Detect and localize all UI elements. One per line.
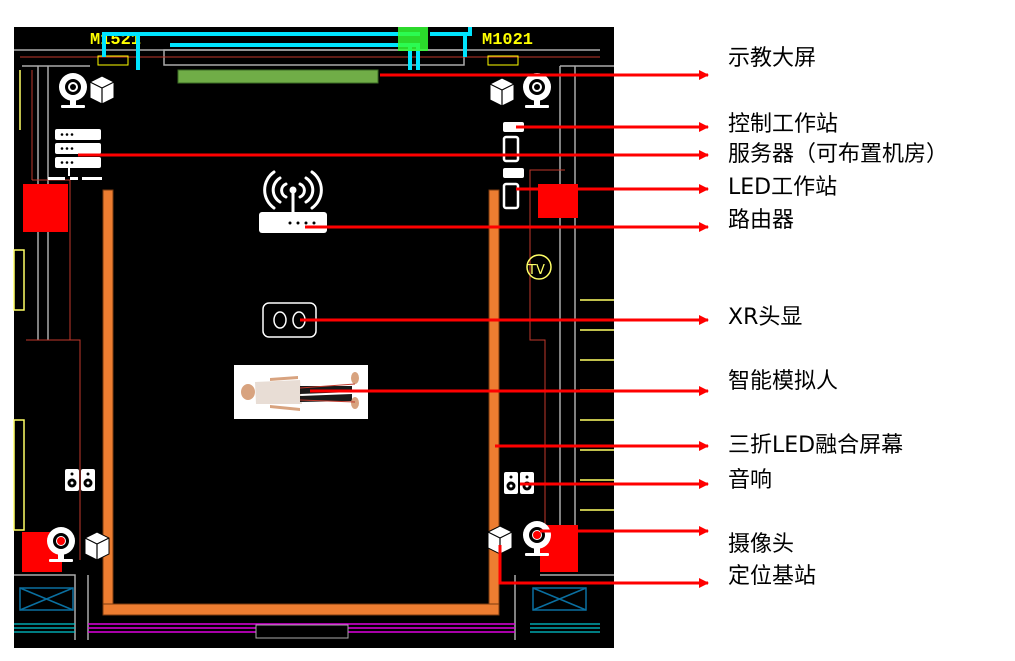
cyan-cabling bbox=[102, 27, 472, 70]
label-router: 路由器 bbox=[728, 208, 795, 233]
label-control-workstation: 控制工作站 bbox=[728, 112, 839, 137]
label-speaker: 音响 bbox=[728, 468, 773, 493]
camera-icon bbox=[47, 527, 75, 562]
base-station-icon bbox=[489, 77, 515, 107]
tag-left bbox=[97, 55, 129, 66]
router-icon bbox=[259, 170, 327, 233]
label-led-fusion-screen: 三折LED融合屏幕 bbox=[728, 433, 904, 458]
label-led-workstation: LED工作站 bbox=[728, 175, 838, 200]
base-station-icon bbox=[89, 75, 115, 105]
teaching-screen bbox=[177, 69, 379, 84]
workstation-icon bbox=[502, 122, 524, 210]
callout-arrows bbox=[78, 70, 709, 588]
server-icon bbox=[48, 129, 102, 180]
door-label-right: M1021 bbox=[482, 31, 533, 50]
base-station-icon bbox=[84, 531, 110, 561]
label-teaching-screen: 示教大屏 bbox=[728, 46, 817, 71]
label-smart-manikin: 智能模拟人 bbox=[728, 369, 839, 394]
label-xr-headset: XR头显 bbox=[728, 305, 803, 330]
tag-right bbox=[487, 55, 519, 66]
led-fusion-screen bbox=[102, 189, 500, 616]
label-camera: 摄像头 bbox=[728, 532, 795, 557]
label-positioning-base-station: 定位基站 bbox=[728, 564, 817, 589]
label-server: 服务器（可布置机房） bbox=[728, 142, 949, 167]
green-junction bbox=[398, 27, 428, 51]
door-bottom bbox=[255, 624, 349, 639]
red-outlines bbox=[20, 56, 600, 560]
tv-mark: TV bbox=[527, 263, 545, 278]
camera-icon bbox=[523, 521, 551, 556]
